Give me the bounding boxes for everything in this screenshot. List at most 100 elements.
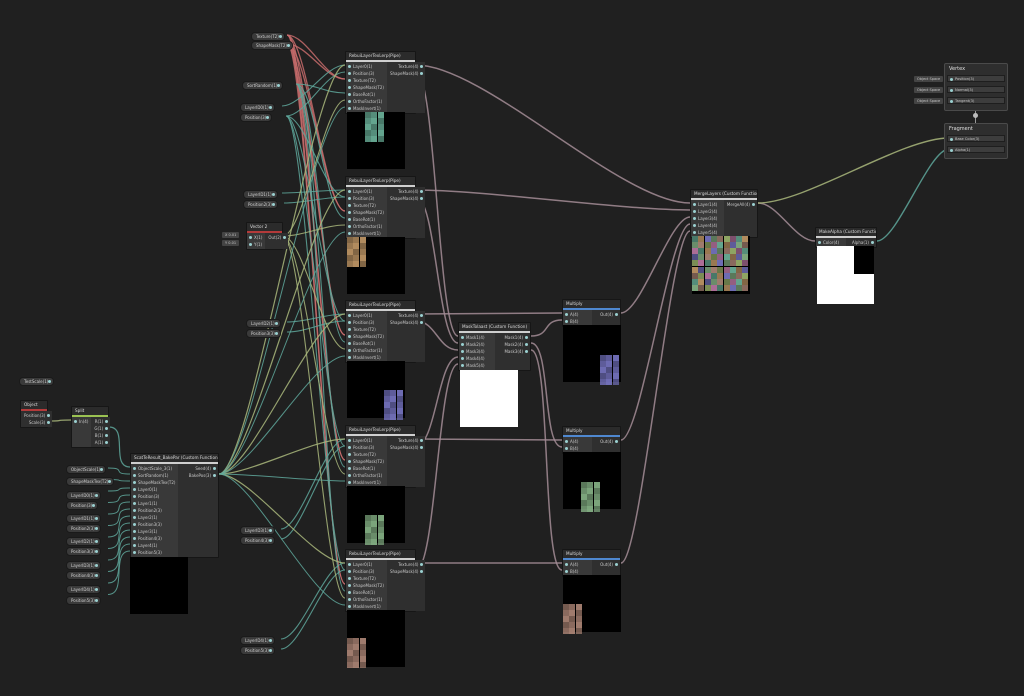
port-dot[interactable] bbox=[348, 100, 351, 103]
property-port[interactable] bbox=[271, 193, 275, 196]
node-bake[interactable]: MakeAlpha (Custom Function)Color(4)Alpha… bbox=[815, 227, 877, 248]
input-port[interactable]: Mask3(4) bbox=[459, 348, 495, 355]
property-node[interactable]: LayerID0(1) bbox=[240, 103, 275, 112]
input-port[interactable]: Layer0(1) bbox=[346, 312, 387, 319]
input-port[interactable]: Layer3(1) bbox=[131, 528, 178, 535]
space-dropdown[interactable]: Object Space bbox=[914, 76, 944, 82]
port-dot[interactable] bbox=[348, 72, 351, 75]
port-dot[interactable] bbox=[461, 364, 464, 367]
port-dot[interactable] bbox=[525, 350, 528, 353]
input-port[interactable]: BaseRot(1) bbox=[346, 465, 387, 472]
master-port[interactable]: Alpha(1) bbox=[947, 146, 1005, 153]
port-dot[interactable] bbox=[74, 420, 77, 423]
port-dot[interactable] bbox=[348, 563, 351, 566]
output-port[interactable]: Scale(3) bbox=[21, 419, 52, 426]
port-dot[interactable] bbox=[348, 481, 351, 484]
node-t5[interactable]: RebuiLayerTexLerp(Pipe)Layer0(1)Position… bbox=[345, 549, 426, 612]
master-port[interactable]: Position(3) bbox=[947, 75, 1005, 82]
input-port[interactable]: Position(3) bbox=[346, 70, 387, 77]
port-dot[interactable] bbox=[461, 357, 464, 360]
port-dot[interactable] bbox=[249, 236, 252, 239]
property-node[interactable]: Position5(3) bbox=[240, 646, 275, 655]
port-dot[interactable] bbox=[565, 570, 568, 573]
input-port[interactable]: BaseRot(1) bbox=[346, 91, 387, 98]
port-dot[interactable] bbox=[105, 427, 109, 430]
port-dot[interactable] bbox=[348, 218, 351, 221]
property-port[interactable] bbox=[268, 539, 272, 542]
port-dot[interactable] bbox=[348, 225, 351, 228]
port-dot[interactable] bbox=[348, 460, 351, 463]
input-port[interactable]: Mask4(4) bbox=[459, 355, 495, 362]
input-port[interactable]: ShapeMask(T2) bbox=[346, 582, 387, 589]
property-port[interactable] bbox=[94, 574, 98, 577]
property-node[interactable]: TestScale(1) bbox=[19, 377, 55, 386]
port-dot[interactable] bbox=[133, 544, 136, 547]
property-port[interactable] bbox=[277, 84, 281, 87]
input-port[interactable]: Y(1) bbox=[247, 241, 265, 248]
output-port[interactable]: Out(2) bbox=[265, 234, 288, 241]
output-port[interactable]: BakePos(3) bbox=[178, 472, 218, 479]
input-port[interactable]: Layer0(1) bbox=[346, 63, 387, 70]
input-port[interactable]: ShapeMask(T2) bbox=[346, 209, 387, 216]
port-dot[interactable] bbox=[420, 446, 424, 449]
master-port[interactable]: Tangent(3) bbox=[947, 97, 1005, 104]
port-dot[interactable] bbox=[950, 138, 953, 141]
property-port[interactable] bbox=[94, 527, 98, 530]
port-dot[interactable] bbox=[348, 211, 351, 214]
property-node[interactable]: Position5(3) bbox=[66, 596, 101, 605]
input-port[interactable]: Position5(3) bbox=[131, 549, 178, 556]
port-dot[interactable] bbox=[47, 414, 51, 417]
property-port[interactable] bbox=[94, 517, 98, 520]
port-dot[interactable] bbox=[133, 467, 136, 470]
input-port[interactable]: Position(3) bbox=[346, 319, 387, 326]
port-dot[interactable] bbox=[693, 217, 696, 220]
port-dot[interactable] bbox=[752, 203, 755, 206]
input-port[interactable]: A(4) bbox=[563, 311, 592, 318]
input-port[interactable]: Layer2(4) bbox=[691, 208, 724, 215]
port-dot[interactable] bbox=[213, 467, 216, 470]
port-dot[interactable] bbox=[348, 605, 351, 608]
property-node[interactable]: Position4(3) bbox=[240, 536, 275, 545]
port-dot[interactable] bbox=[818, 241, 821, 244]
property-node[interactable]: Texture(T2) bbox=[251, 32, 285, 41]
property-port[interactable] bbox=[94, 599, 98, 602]
input-port[interactable]: Layer2(1) bbox=[131, 514, 178, 521]
master-port[interactable]: Base Color(3) bbox=[947, 135, 1005, 142]
input-port[interactable]: Position2(3) bbox=[131, 507, 178, 514]
property-node[interactable]: LayerID1(1) bbox=[243, 190, 278, 199]
port-dot[interactable] bbox=[348, 453, 351, 456]
input-port[interactable]: MaskInvert(1) bbox=[346, 479, 387, 486]
input-port[interactable]: Mask5(4) bbox=[459, 362, 495, 369]
input-port[interactable]: Position(3) bbox=[346, 568, 387, 575]
input-port[interactable]: ShapeMask(T2) bbox=[346, 84, 387, 91]
output-port[interactable]: ShapeMask(4) bbox=[387, 568, 426, 575]
input-port[interactable]: ShapeMask(T2) bbox=[346, 333, 387, 340]
input-port[interactable]: Texture(T2) bbox=[346, 575, 387, 582]
output-port[interactable]: B(1) bbox=[91, 432, 110, 439]
input-port[interactable]: OrthoFactor(1) bbox=[346, 98, 387, 105]
input-port[interactable]: BaseRot(1) bbox=[346, 340, 387, 347]
port-dot[interactable] bbox=[461, 343, 464, 346]
port-dot[interactable] bbox=[348, 439, 351, 442]
input-port[interactable]: X(1) bbox=[247, 234, 265, 241]
port-dot[interactable] bbox=[348, 93, 351, 96]
input-port[interactable]: Layer0(1) bbox=[346, 437, 387, 444]
port-dot[interactable] bbox=[348, 197, 351, 200]
node-merge[interactable]: MergeLayers (Custom Function)Layer1(4)La… bbox=[690, 189, 758, 238]
port-dot[interactable] bbox=[105, 441, 109, 444]
port-dot[interactable] bbox=[348, 321, 351, 324]
output-port[interactable]: Position(3) bbox=[21, 412, 52, 419]
property-node[interactable]: LayerID0(1) bbox=[66, 491, 101, 500]
input-port[interactable]: Layer1(1) bbox=[131, 500, 178, 507]
output-port[interactable]: Seed(4) bbox=[178, 465, 218, 472]
port-dot[interactable] bbox=[615, 313, 618, 316]
port-dot[interactable] bbox=[348, 349, 351, 352]
port-dot[interactable] bbox=[213, 474, 216, 477]
property-node[interactable]: ObjectScale(1) bbox=[66, 465, 107, 474]
property-port[interactable] bbox=[94, 494, 98, 497]
port-dot[interactable] bbox=[348, 190, 351, 193]
port-dot[interactable] bbox=[348, 314, 351, 317]
output-port[interactable]: Texture(4) bbox=[387, 312, 426, 319]
